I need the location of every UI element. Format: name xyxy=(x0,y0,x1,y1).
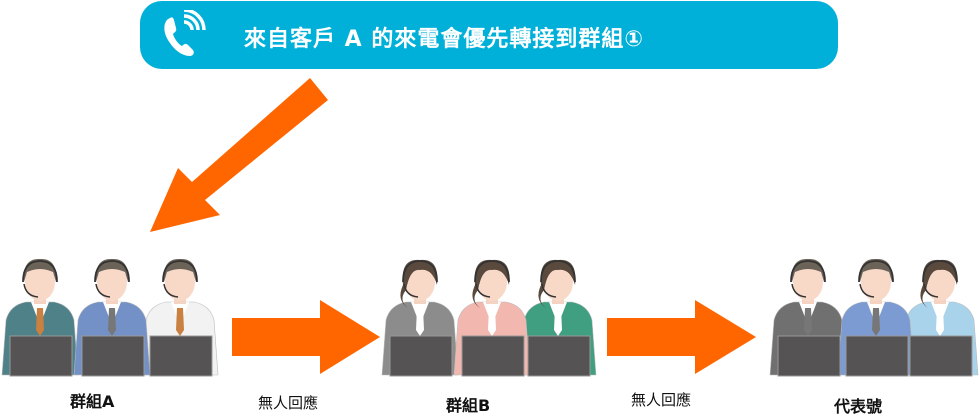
laptop-icon xyxy=(461,335,525,377)
headset-icon xyxy=(540,260,576,283)
headset-mic xyxy=(95,283,111,298)
hair xyxy=(472,259,510,308)
hair xyxy=(163,258,197,282)
tie xyxy=(416,308,424,336)
tie xyxy=(176,308,184,336)
headset-icon xyxy=(162,260,198,283)
laptop-icon xyxy=(9,335,73,377)
headset-mic xyxy=(791,283,807,298)
laptop-icon xyxy=(845,335,909,377)
headset-icon xyxy=(858,260,894,283)
phone-ringing-icon xyxy=(164,10,206,56)
tie xyxy=(108,308,116,336)
tie xyxy=(804,308,812,336)
hair xyxy=(95,258,129,282)
face xyxy=(97,263,127,301)
group-a-label: 群組A xyxy=(70,392,115,411)
laptop-icon xyxy=(81,335,145,377)
face xyxy=(165,263,195,301)
tie xyxy=(36,308,44,336)
laptop-icon xyxy=(389,335,453,377)
hair xyxy=(400,259,438,308)
routing-arrow-diagonal xyxy=(150,78,328,232)
banner-text: 來自客戶 A 的來電會優先轉接到群組① xyxy=(244,27,644,52)
headset-mic xyxy=(163,283,179,298)
headset-icon xyxy=(922,260,958,283)
headset-mic xyxy=(23,283,39,298)
group-b-label: 群組B xyxy=(446,396,491,415)
headset-icon xyxy=(402,260,438,283)
hair xyxy=(538,259,576,308)
face xyxy=(793,263,823,301)
hair xyxy=(859,258,893,282)
headset-icon xyxy=(22,260,58,283)
tie xyxy=(488,308,496,336)
laptop-icon xyxy=(149,335,213,377)
representative-agents xyxy=(769,258,979,377)
call-routing-banner: 來自客戶 A 的來電會優先轉接到群組① xyxy=(140,1,838,69)
representative-label: 代表號 xyxy=(834,397,883,416)
group-a-agents xyxy=(1,258,219,377)
hair xyxy=(920,259,958,308)
headset-icon xyxy=(94,260,130,283)
no-answer-label-2: 無人回應 xyxy=(631,391,692,409)
headset-icon xyxy=(790,260,826,283)
laptop-icon xyxy=(527,335,591,377)
laptop-icon xyxy=(777,335,841,377)
headset-mic xyxy=(859,283,875,298)
hair xyxy=(23,258,57,282)
tie xyxy=(872,308,880,336)
face xyxy=(25,263,55,301)
headset-mic xyxy=(403,283,419,298)
headset-icon xyxy=(474,260,510,283)
arrow-groupA-to-groupB xyxy=(232,300,380,374)
headset-mic xyxy=(475,283,491,298)
group-b-agents xyxy=(381,259,597,377)
hair xyxy=(791,258,825,282)
headset-mic xyxy=(541,283,557,298)
tie xyxy=(554,308,562,336)
tie xyxy=(936,308,944,336)
arrow-groupB-to-representative xyxy=(607,300,756,374)
no-answer-label-1: 無人回應 xyxy=(258,394,319,412)
headset-mic xyxy=(923,283,939,298)
face xyxy=(861,263,891,301)
laptop-icon xyxy=(909,335,973,377)
